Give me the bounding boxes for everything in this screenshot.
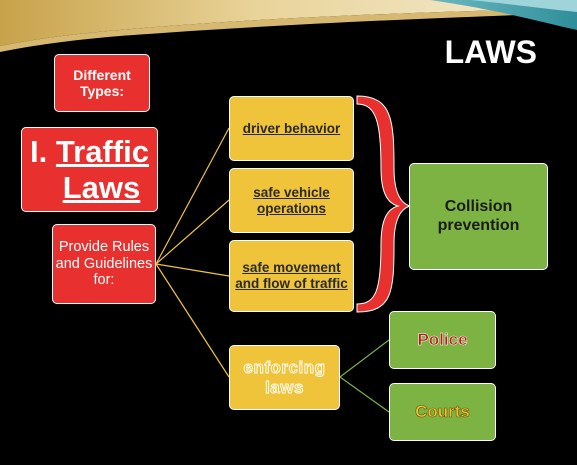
types-box: Different Types: (54, 54, 150, 112)
traffic-laws-box: I. Traffic Laws (21, 127, 158, 212)
connector-enforcing (155, 263, 230, 378)
header-banner (0, 0, 577, 52)
traffic-line2: Laws (62, 169, 141, 205)
police-box: Police (389, 311, 496, 369)
traffic-numeral: I. (30, 133, 48, 169)
rule-driver-behavior: driver behavior (229, 96, 354, 161)
courts-label: Courts (415, 402, 470, 422)
enforcing-laws-box: enforcing laws (229, 345, 340, 410)
collision-label: Collision prevention (437, 198, 520, 234)
connector-movement (155, 263, 230, 277)
courts-box: Courts (389, 383, 496, 441)
provide-rules-box: Provide Rules and Guidelines for: (52, 224, 156, 304)
connector-police (339, 339, 390, 378)
police-label: Police (417, 330, 468, 350)
collision-prevention-box: Collision prevention (409, 163, 548, 270)
rule-label: driver behavior (242, 120, 341, 136)
rule-safe-movement: safe movement and flow of traffic (229, 240, 354, 312)
provide-label: Provide Rules and Guidelines for: (55, 238, 153, 289)
rule-safe-vehicle: safe vehicle operations (229, 168, 354, 233)
connector-vehicle (155, 199, 230, 265)
slide-title: LAWS (444, 34, 537, 70)
connector-courts (339, 376, 390, 413)
types-label: Different Types: (73, 66, 131, 99)
brace (356, 95, 412, 313)
traffic-line1: Traffic (55, 133, 149, 169)
enforcing-label: enforcing laws (243, 357, 326, 397)
rule-label: safe movement and flow of traffic (235, 260, 348, 291)
rule-label: safe vehicle operations (253, 184, 330, 216)
connector-driver (155, 127, 230, 265)
